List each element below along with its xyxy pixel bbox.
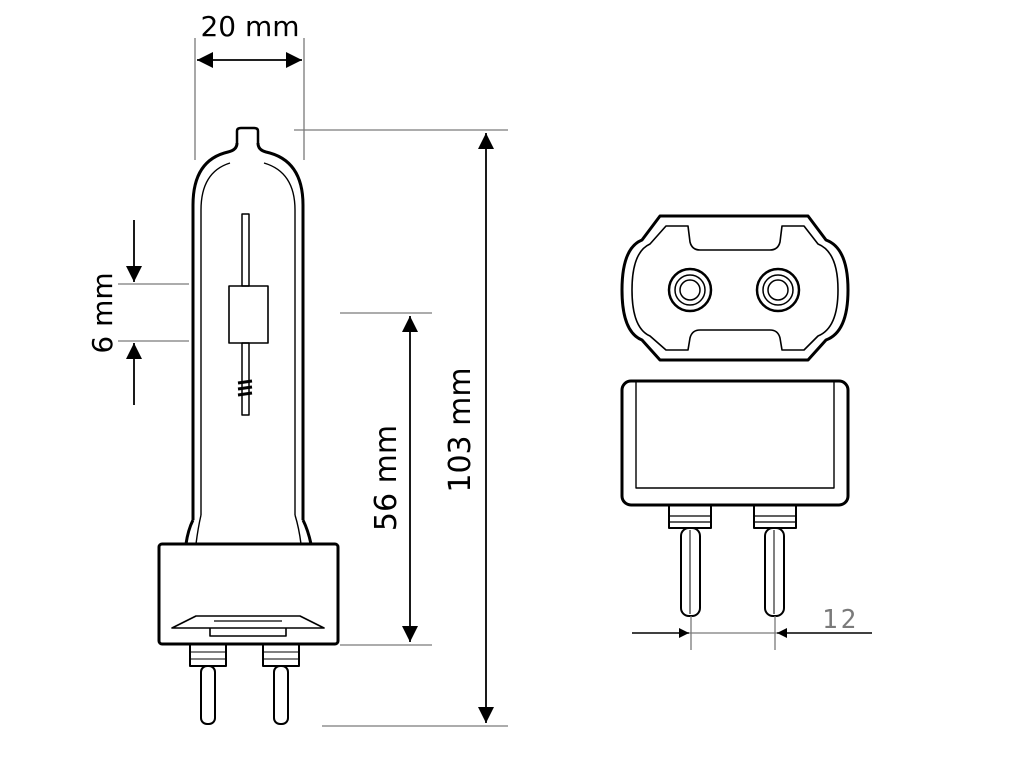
- pinch-neck: [184, 519, 313, 545]
- socket-hole-left: [667, 267, 713, 313]
- dim-bulb-width: 20 mm: [194, 10, 305, 160]
- dim-electrode-gap: 6 mm: [86, 220, 189, 405]
- pinch-neck-inner: [195, 514, 302, 545]
- base-top-inner: [631, 225, 839, 351]
- dim-overall-length: 103 mm: [294, 129, 508, 727]
- electrode-coil: [237, 379, 253, 397]
- base-front-view: [620, 379, 850, 617]
- base-top-view: [620, 214, 850, 362]
- dim-light-center: 56 mm: [340, 312, 432, 646]
- base-top-outline: [620, 214, 850, 362]
- bulb-tip: [235, 126, 260, 143]
- electrode-lower: [241, 342, 250, 416]
- dim-pin-spacing-label: 12: [822, 605, 859, 635]
- front-pin-left: [668, 505, 712, 617]
- dim-light-center-label: 56 mm: [369, 425, 404, 531]
- dim-electrode-gap-label: 6 mm: [86, 272, 119, 353]
- lamp-side-view: [157, 126, 340, 725]
- lamp-pin-left: [189, 643, 227, 725]
- bulb-envelope: [191, 142, 305, 520]
- base-front-inner: [635, 381, 835, 489]
- front-pin-right: [753, 505, 797, 617]
- base-front-body: [620, 379, 850, 507]
- dim-overall-length-label: 103 mm: [443, 367, 478, 492]
- lamp-base: [157, 542, 340, 646]
- bulb-inner-line: [200, 162, 296, 515]
- socket-hole-right: [755, 267, 801, 313]
- arc-tube: [228, 285, 269, 344]
- dim-bulb-width-label: 20 mm: [200, 10, 299, 43]
- lamp-pin-right: [262, 643, 300, 725]
- base-clip: [171, 615, 325, 637]
- dim-pin-spacing: 12: [632, 605, 872, 650]
- electrode-upper: [241, 213, 250, 287]
